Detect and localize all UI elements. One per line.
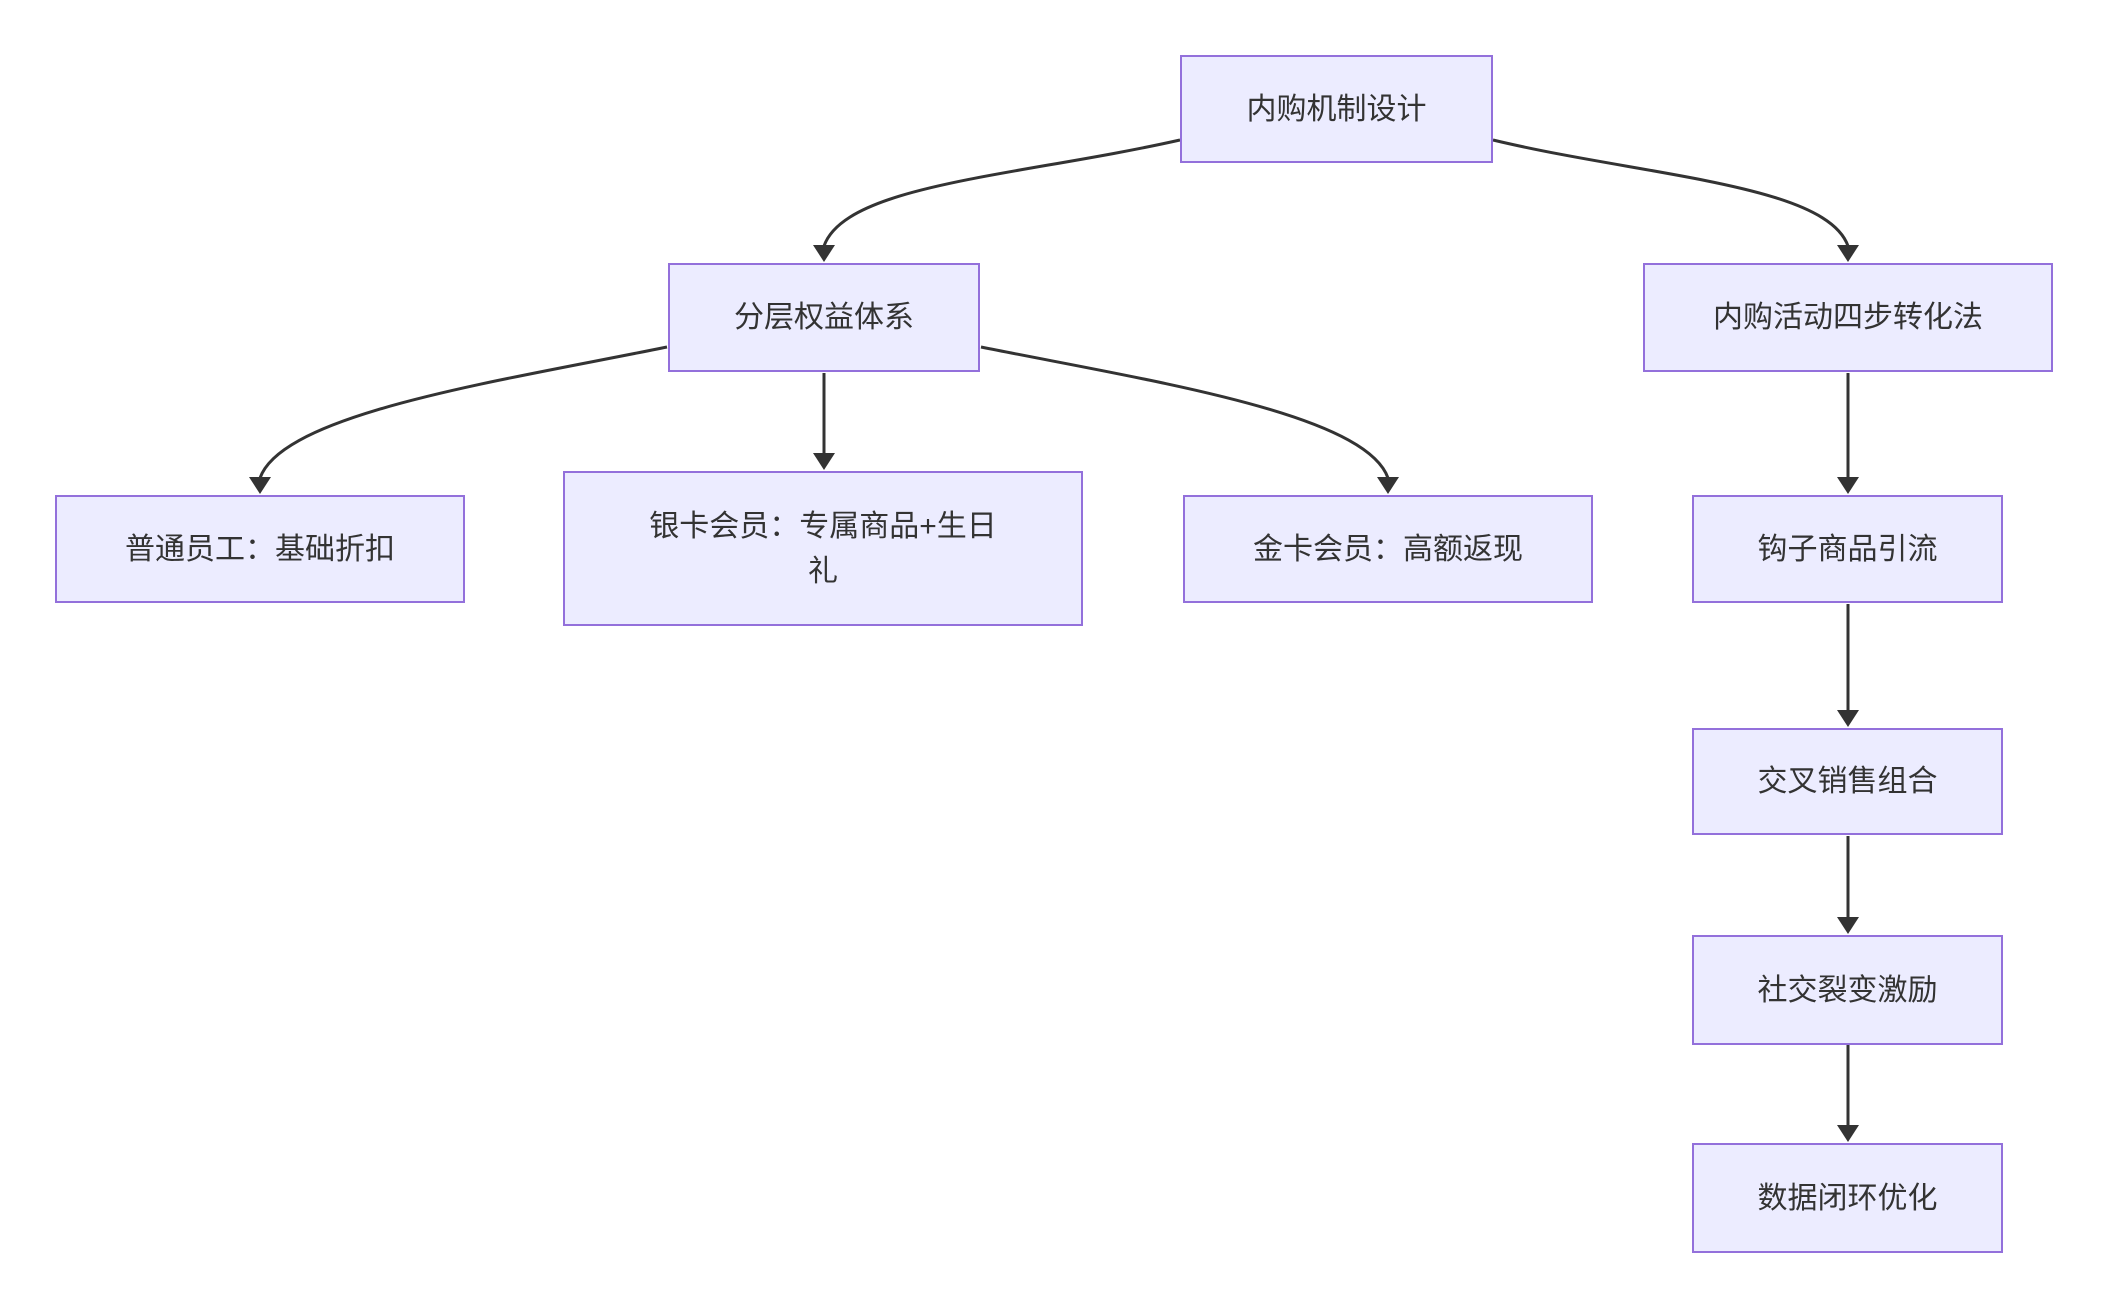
- node-cross-sell: 交叉销售组合: [1692, 728, 2003, 835]
- node-gold-member: 金卡会员：高额返现: [1183, 495, 1593, 603]
- node-four-step-conversion-label: 内购活动四步转化法: [1713, 301, 1983, 334]
- node-silver-member-label: 银卡会员：专属商品+生日礼: [649, 509, 997, 588]
- node-regular-employee-label: 普通员工：基础折扣: [125, 532, 395, 566]
- node-social-fission-label: 社交裂变激励: [1757, 973, 1938, 1007]
- arrowhead-tier-to-regular: [249, 477, 271, 494]
- node-tiered-benefits: 分层权益体系: [668, 263, 980, 372]
- node-root: 内购机制设计: [1180, 55, 1493, 163]
- edge-root-to-tier: [822, 138, 1181, 247]
- edge-root-to-four-step: [1492, 138, 1850, 247]
- node-data-loop-label: 数据闭环优化: [1757, 1181, 1938, 1215]
- arrowhead-tier-to-silver: [813, 453, 835, 470]
- arrowhead-hook-to-cross: [1837, 710, 1859, 727]
- node-four-step-conversion: 内购活动四步转化法: [1643, 263, 2053, 372]
- node-data-loop: 数据闭环优化: [1692, 1143, 2003, 1253]
- arrowhead-social-to-data-loop: [1837, 1125, 1859, 1142]
- node-hook-product-label: 钩子商品引流: [1757, 532, 1938, 566]
- arrowhead-cross-to-social: [1837, 917, 1859, 934]
- node-social-fission: 社交裂变激励: [1692, 935, 2003, 1045]
- arrowhead-four-step-to-hook: [1837, 477, 1859, 494]
- arrowhead-root-to-tier: [813, 245, 835, 262]
- arrowhead-root-to-four-step: [1837, 245, 1859, 262]
- edge-tier-to-gold: [980, 345, 1390, 479]
- node-cross-sell-label: 交叉销售组合: [1757, 765, 1938, 798]
- node-silver-member: 银卡会员：专属商品+生日礼: [563, 471, 1083, 626]
- edge-tier-to-regular: [258, 345, 668, 479]
- node-gold-member-label: 金卡会员：高额返现: [1253, 532, 1523, 566]
- node-regular-employee: 普通员工：基础折扣: [55, 495, 465, 603]
- node-tiered-benefits-label: 分层权益体系: [734, 301, 914, 334]
- node-root-label: 内购机制设计: [1246, 92, 1427, 126]
- node-hook-product: 钩子商品引流: [1692, 495, 2003, 603]
- arrowhead-tier-to-gold: [1377, 477, 1399, 494]
